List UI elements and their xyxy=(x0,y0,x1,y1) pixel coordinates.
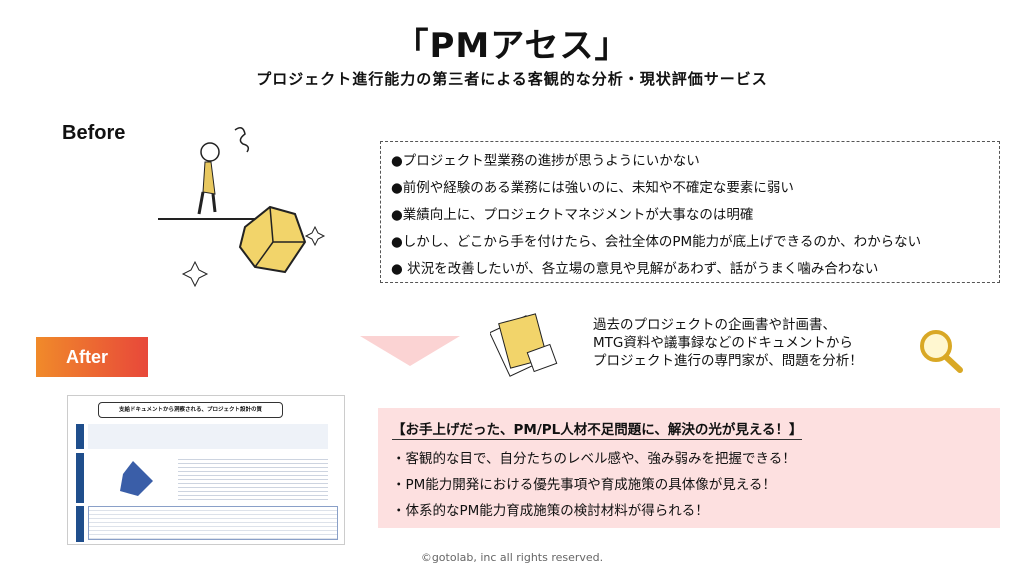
benefit-item: ・PM能力開発における優先事項や育成施策の具体像が見える！ xyxy=(392,477,776,493)
issue-item: ●前例や経験のある業務には強いのに、未知や不確定な要素に弱い xyxy=(391,180,794,196)
before-label: Before xyxy=(62,122,126,144)
down-arrow-icon xyxy=(360,336,460,366)
magnifier-icon xyxy=(920,330,963,373)
report-comments xyxy=(88,506,338,540)
report-section-marker xyxy=(76,506,84,542)
copyright: ©gotolab, inc all rights reserved. xyxy=(420,551,604,564)
analysis-line: 過去のプロジェクトの企画書や計画書、 xyxy=(593,317,836,333)
report-level-table xyxy=(88,424,328,449)
issue-item: ●業績向上に、プロジェクトマネジメントが大事なのは明確 xyxy=(391,207,754,223)
analysis-line: MTG資料や議事録などのドキュメントから xyxy=(593,335,853,351)
benefit-item: ・体系的なPM能力育成施策の検討材料が得られる！ xyxy=(392,503,709,519)
benefit-item: ・客観的な目で、自分たちのレベル感や、強み弱みを把握できる！ xyxy=(392,451,796,467)
benefits-heading: 【お手上げだった、PM/PL人材不足問題に、解決の光が見える！】 xyxy=(392,418,803,440)
issue-item: ●しかし、どこから手を付けたら、会社全体のPM能力が底上げできるのか、わからない xyxy=(391,234,922,250)
page-subtitle: プロジェクト進行能力の第三者による客観的な分析・現状評価サービス xyxy=(256,70,768,88)
report-section-marker xyxy=(76,424,84,449)
report-criteria-list xyxy=(178,456,328,502)
after-label: After xyxy=(36,337,148,377)
documents-icon xyxy=(490,313,558,377)
confused-person-illustration xyxy=(158,127,326,288)
issue-item: ● 状況を改善したいが、各立場の意見や見解があわず、話がうまく噛み合わない xyxy=(391,261,879,277)
analysis-line: プロジェクト進行の専門家が、問題を分析！ xyxy=(593,353,863,369)
radar-chart-thumbnail xyxy=(120,461,153,496)
issues-box: ●プロジェクト型業務の進捗が思うようにいかない ●前例や経験のある業務には強いの… xyxy=(380,141,1000,283)
page-title: 「PMアセス」 xyxy=(394,26,630,66)
benefits-box: 【お手上げだった、PM/PL人材不足問題に、解決の光が見える！】 ・客観的な目で… xyxy=(378,408,1000,528)
report-thumbnail: 支給ドキュメントから洞察される、プロジェクト設計の質 xyxy=(67,395,345,545)
report-section-marker xyxy=(76,453,84,503)
issue-item: ●プロジェクト型業務の進捗が思うようにいかない xyxy=(391,153,700,169)
report-title: 支給ドキュメントから洞察される、プロジェクト設計の質 xyxy=(98,402,283,418)
analysis-description: 過去のプロジェクトの企画書や計画書、 MTG資料や議事録などのドキュメントから … xyxy=(593,316,863,370)
